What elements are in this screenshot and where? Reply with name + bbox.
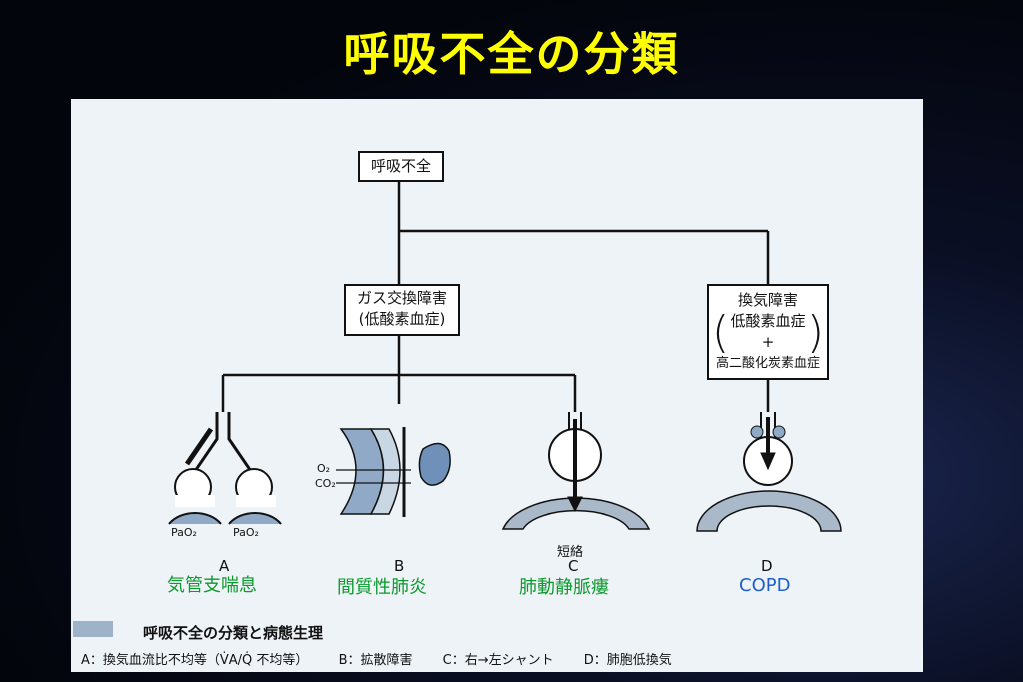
- disease-copd: COPD: [739, 575, 791, 596]
- node-gas-exchange-disorder: ガス交換障害 (低酸素血症): [344, 284, 460, 336]
- disease-interstitial-pneumonia: 間質性肺炎: [337, 577, 427, 598]
- connector-lines: [221, 180, 770, 412]
- legend-item-a: A：換気血流比不均等（V̇A/Q̇ 不均等）: [81, 653, 309, 668]
- node-ventilation-disorder: 換気障害 ( ) 低酸素血症 + 高二酸化炭素血症: [707, 284, 829, 380]
- figure-caption-title: 呼吸不全の分類と病態生理: [143, 624, 324, 642]
- bracket-left-icon: (: [712, 307, 730, 358]
- ventilation-label: 換気障害: [737, 291, 798, 309]
- slide-title: 呼吸不全の分類: [343, 27, 680, 81]
- gas-exchange-sublabel: (低酸素血症): [358, 310, 446, 328]
- node-respiratory-failure: 呼吸不全: [358, 151, 444, 182]
- panel-c-shunt: [501, 412, 651, 530]
- panel-a-alveoli: [168, 412, 282, 525]
- bracket-right-icon: ): [806, 307, 824, 358]
- gas-exchange-label: ガス交換障害: [356, 289, 447, 307]
- legend-item-b: B：拡散障害: [338, 653, 413, 668]
- flow-diagram-svg: [168, 180, 842, 532]
- ventilation-hypoxemia: 低酸素血症: [730, 312, 806, 330]
- co2-label: CO₂: [315, 477, 336, 490]
- pao2-label-a: PaO₂: [171, 526, 197, 539]
- figure-caption-legend: A：換気血流比不均等（V̇A/Q̇ 不均等） B：拡散障害 C：右→左シャント …: [81, 649, 698, 668]
- legend-item-d: D：肺胞低換気: [583, 653, 672, 668]
- panel-letter-d: D: [761, 557, 773, 575]
- legend-item-c: C：右→左シャント: [442, 653, 554, 668]
- shunt-label: 短絡: [557, 545, 584, 560]
- classification-figure: 呼吸不全 ガス交換障害 (低酸素血症) 換気障害 ( ) 低酸素血症 + 高二酸…: [71, 99, 923, 672]
- panel-letter-b: B: [394, 557, 405, 575]
- figure-label-marker: [73, 621, 113, 637]
- panel-d-hypoventilation: [696, 412, 842, 532]
- disease-pulmonary-av-fistula: 肺動静脈瘻: [519, 577, 609, 598]
- panel-letter-c: C: [568, 557, 579, 575]
- panel-b-diffusion: [336, 427, 451, 517]
- o2-label: O₂: [317, 462, 331, 475]
- disease-asthma: 気管支喘息: [167, 575, 257, 596]
- pao2-label-b: PaO₂: [233, 526, 259, 539]
- ventilation-plus: +: [761, 333, 775, 351]
- panel-letter-a: A: [219, 557, 230, 575]
- ventilation-hypercapnia: 高二酸化炭素血症: [716, 356, 821, 371]
